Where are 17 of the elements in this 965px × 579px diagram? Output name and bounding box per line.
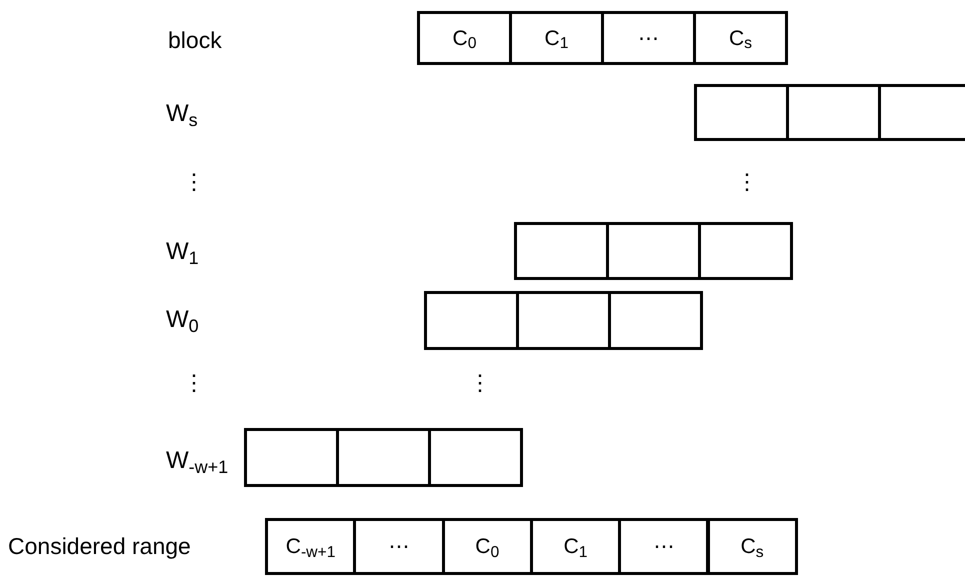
row-label: ⋮ [183,369,205,396]
row-label: W$_{0}$ [166,305,199,335]
row-label: ⋮ [736,168,758,196]
row-label: W$_{-w+1}$ [166,446,228,476]
cell-box: C$_{0}$ [417,11,512,65]
cell-box: C$_{1}$ [509,11,604,65]
cell-box: ⋯ [353,518,445,575]
row-label: W$_{s}$ [166,99,198,129]
row-label: ⋮ [469,369,491,396]
row-label: block [168,26,222,55]
cell-box: ⋯ [618,518,710,575]
cell-box: C$_{s}$ [706,518,798,575]
cell-box: C$_{s}$ [693,11,788,65]
row-label: W$_{1}$ [166,237,199,267]
row-label: ⋮ [183,168,205,196]
cell-box: ⋯ [601,11,696,65]
row-label: Considered range [8,532,191,561]
